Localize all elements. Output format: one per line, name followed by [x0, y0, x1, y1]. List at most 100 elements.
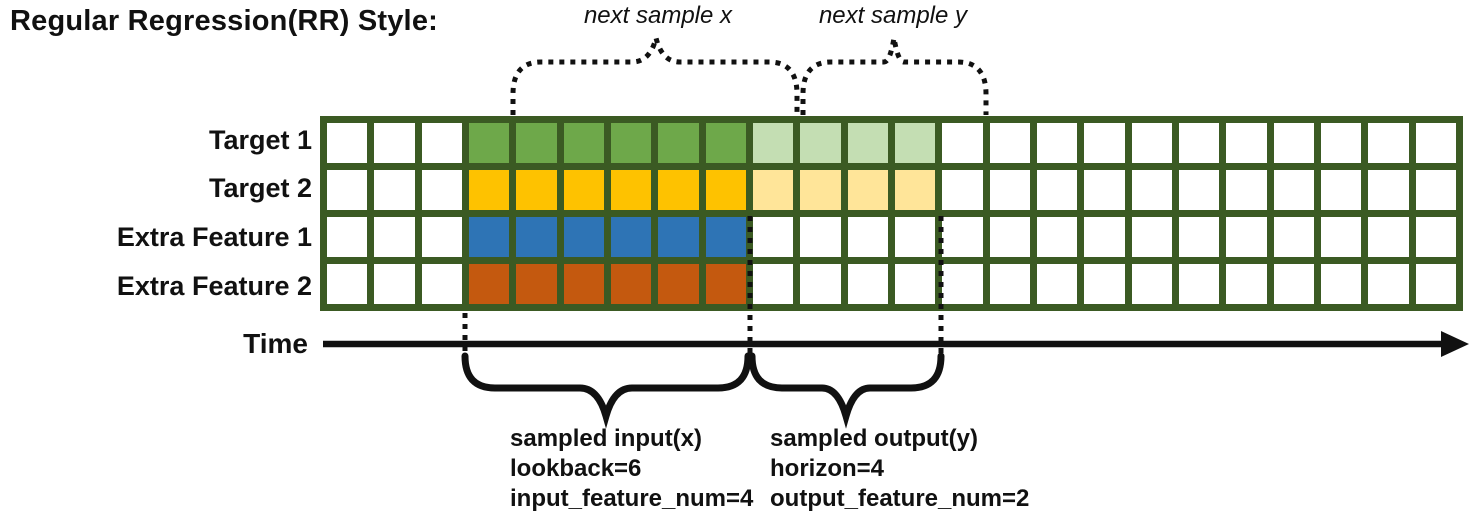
grid-cell: [1226, 123, 1267, 163]
next-sample-y-brace: [800, 37, 989, 115]
grid-cell: [800, 123, 841, 163]
grid-cell: [1131, 170, 1172, 210]
next-sample-y-label: next sample y: [818, 2, 968, 29]
grid-cell: [516, 217, 557, 257]
grid-cell: [989, 217, 1030, 257]
grid-cell: [421, 170, 462, 210]
grid-cell: [705, 170, 746, 210]
grid-cell: [1273, 123, 1314, 163]
grid-cell: [610, 123, 652, 163]
next-sample-x-brace: [510, 37, 800, 115]
grid-cell: [516, 123, 557, 163]
grid-cell: [989, 264, 1030, 304]
grid-cell: [563, 217, 604, 257]
grid-cell: [658, 264, 699, 304]
grid-cell: [847, 170, 888, 210]
grid-cell: [1273, 170, 1314, 210]
grid-cell: [942, 123, 983, 163]
grid-cell: [1226, 264, 1267, 304]
grid-cell: [374, 217, 415, 257]
grid-cell: [847, 264, 888, 304]
row-label-extra-feature-1: Extra Feature 1: [116, 222, 312, 252]
grid-cell: [1131, 123, 1172, 163]
grid-cell: [1036, 170, 1078, 210]
grid-cell: [1320, 264, 1362, 304]
grid-cell: [800, 170, 841, 210]
grid-cell: [800, 264, 841, 304]
grid-cell: [894, 123, 936, 163]
grid-cell: [1178, 264, 1220, 304]
grid-cell: [1226, 217, 1267, 257]
grid-cell: [1320, 123, 1362, 163]
grid-cell: [1178, 123, 1220, 163]
grid-cell: [705, 123, 746, 163]
grid-cell: [610, 170, 652, 210]
grid-cell: [610, 264, 652, 304]
grid-cell: [327, 123, 368, 163]
page-title: Regular Regression(RR) Style:: [10, 5, 438, 37]
grid-cell: [327, 264, 368, 304]
grid-cell: [516, 264, 557, 304]
grid-cell: [1415, 123, 1456, 163]
sampled-output-brace: [748, 352, 945, 429]
grid-cell: [468, 170, 510, 210]
grid-cell: [327, 217, 368, 257]
grid-cell: [421, 264, 462, 304]
grid-cell: [421, 123, 462, 163]
next-sample-x-label: next sample x: [583, 2, 733, 29]
sampled-input-brace: [461, 352, 752, 429]
grid-cell: [1036, 217, 1078, 257]
grid-cell: [847, 217, 888, 257]
row-label-target-2: Target 2: [208, 173, 312, 203]
grid-cell: [1368, 170, 1409, 210]
grid-cell: [421, 217, 462, 257]
grid-cell: [468, 123, 510, 163]
grid-cell: [752, 264, 794, 304]
grid-cell: [894, 264, 936, 304]
row-label-target-1: Target 1: [208, 125, 312, 155]
grid-cell: [942, 170, 983, 210]
grid-cell: [1131, 264, 1172, 304]
grid-cell: [1368, 264, 1409, 304]
grid-cell: [1320, 170, 1362, 210]
grid-cell: [847, 123, 888, 163]
sampled-input-annotation: sampled input(x) lookback=6 input_featur…: [510, 424, 753, 514]
grid-cell: [1368, 217, 1409, 257]
grid-cell: [327, 170, 368, 210]
grid-cell: [752, 123, 794, 163]
sampled-output-line-2: horizon=4: [770, 455, 885, 482]
grid-cell: [1178, 217, 1220, 257]
grid: [320, 116, 1463, 311]
grid-cell: [1036, 123, 1078, 163]
sampled-input-line-1: sampled input(x): [510, 425, 703, 452]
grid-cell: [1415, 217, 1456, 257]
grid-cell: [1415, 170, 1456, 210]
grid-cell: [705, 217, 746, 257]
grid-cell: [705, 264, 746, 304]
sampled-output-line-1: sampled output(y): [770, 425, 978, 452]
grid-cell: [1368, 123, 1409, 163]
grid-cell: [468, 217, 510, 257]
grid-cell: [1131, 217, 1172, 257]
grid-cell: [658, 170, 699, 210]
grid-cell: [563, 264, 604, 304]
grid-cell: [1084, 264, 1125, 304]
sampled-input-line-2: lookback=6: [510, 455, 642, 482]
grid-cell: [1226, 170, 1267, 210]
sampled-output-annotation: sampled output(y) horizon=4 output_featu…: [770, 424, 1029, 514]
grid-cell: [1415, 264, 1456, 304]
grid-cell: [942, 217, 983, 257]
sampled-output-line-3: output_feature_num=2: [770, 485, 1030, 512]
grid-cell: [516, 170, 557, 210]
grid-cell: [989, 170, 1030, 210]
grid-cell: [1084, 170, 1125, 210]
sampled-input-line-3: input_feature_num=4: [510, 485, 754, 512]
grid-cell: [658, 217, 699, 257]
grid-cell: [468, 264, 510, 304]
grid-cell: [894, 170, 936, 210]
grid-cell: [563, 170, 604, 210]
grid-cell: [1084, 123, 1125, 163]
grid-cell: [800, 217, 841, 257]
grid-cell: [752, 170, 794, 210]
